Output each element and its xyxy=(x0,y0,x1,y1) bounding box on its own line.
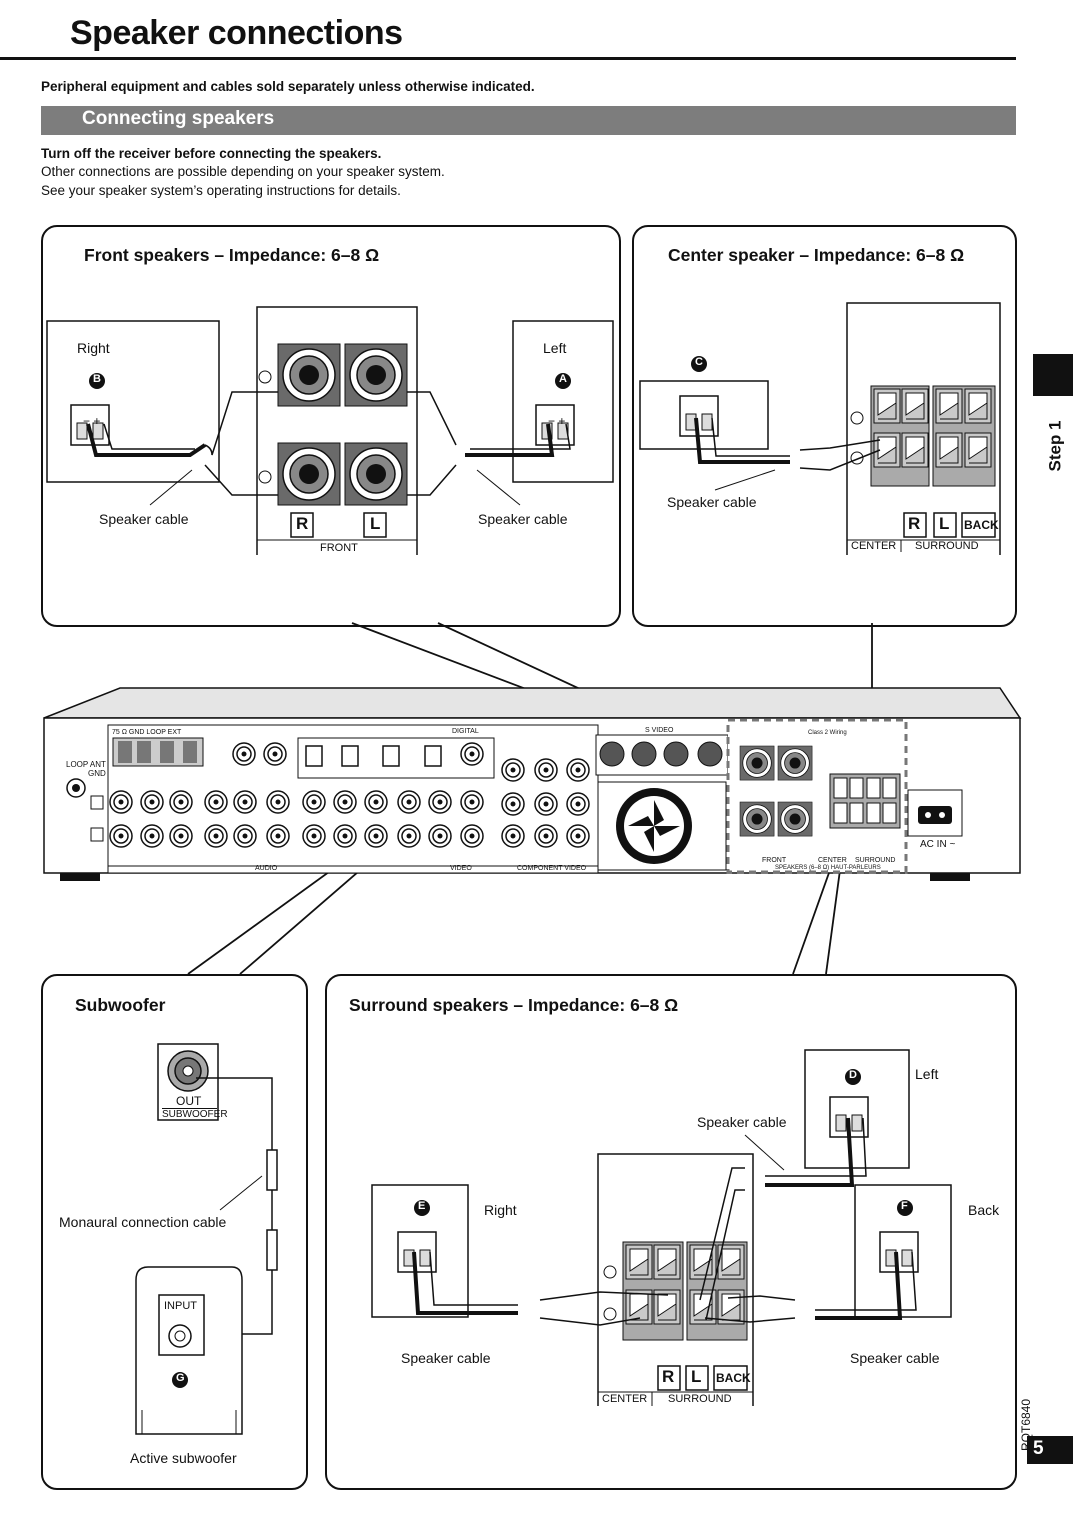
marker-c xyxy=(691,356,707,372)
step-tab xyxy=(1033,354,1073,396)
component-label: COMPONENT VIDEO xyxy=(517,865,587,872)
surround-terminal-panel xyxy=(597,1153,754,1406)
surround-back-speaker xyxy=(854,1184,952,1318)
surround-terminal-back: BACK xyxy=(716,1371,751,1385)
surround-left-speaker xyxy=(804,1049,910,1169)
marker-e xyxy=(414,1200,430,1216)
class2-label: Class 2 Wiring xyxy=(808,730,847,736)
ac-in-label: AC IN ~ xyxy=(920,839,956,850)
front-terminal-l: L xyxy=(370,514,381,533)
center-terminal-panel xyxy=(846,302,1001,555)
center-panel-title: Center speaker – Impedance: 6–8 Ω xyxy=(668,245,965,265)
surround-terminal-r: R xyxy=(662,1367,675,1386)
marker-e-letter: E xyxy=(418,1200,426,1212)
turn-off-note: Turn off the receiver before connecting … xyxy=(41,146,382,161)
audio-label: AUDIO xyxy=(255,865,278,872)
front-right-label: Right xyxy=(77,340,110,356)
marker-a xyxy=(555,373,571,389)
marker-b-letter: B xyxy=(93,373,101,385)
surround-back-label: Back xyxy=(968,1202,1000,1218)
title-rule xyxy=(0,57,1016,60)
surround-cable-top-label: Speaker cable xyxy=(697,1114,787,1130)
surround-right-label: Right xyxy=(484,1202,517,1218)
center-cable-label: Speaker cable xyxy=(667,494,757,510)
front-panel-title: Front speakers – Impedance: 6–8 Ω xyxy=(84,245,380,265)
center-terminal-r: R xyxy=(908,514,921,533)
section-title: Connecting speakers xyxy=(82,108,275,129)
active-sub-label: Active subwoofer xyxy=(130,1450,237,1466)
active-subwoofer xyxy=(135,1266,243,1435)
section-bar xyxy=(41,106,1016,135)
subwoofer-panel-title: Subwoofer xyxy=(75,995,166,1015)
page-number-box xyxy=(1027,1436,1073,1464)
page-title: Speaker connections xyxy=(70,14,403,52)
rcv-center-label: CENTER xyxy=(818,857,847,864)
s-video-label: S VIDEO xyxy=(645,727,674,734)
receiver-rear-panel xyxy=(43,687,1022,881)
surround-center-caption: CENTER xyxy=(602,1393,648,1405)
page-number: 5 xyxy=(1033,1438,1044,1459)
center-terminal-back: BACK xyxy=(964,518,999,532)
rcv-front-label: FRONT xyxy=(762,857,787,864)
marker-g-letter: G xyxy=(176,1372,185,1384)
front-terminal-panel xyxy=(256,306,418,555)
marker-d-letter: D xyxy=(849,1069,857,1081)
marker-c-letter: C xyxy=(695,356,703,368)
surround-cable-left-label: Speaker cable xyxy=(401,1350,491,1366)
sub-out-label: OUT xyxy=(176,1094,202,1108)
surround-panel-title: Surround speakers – Impedance: 6–8 Ω xyxy=(349,995,679,1015)
speakers-caption: SPEAKERS (6–8 Ω) HAUT-PARLEURS xyxy=(775,865,881,871)
surround-left-label: Left xyxy=(915,1066,939,1082)
surround-caption: SURROUND xyxy=(915,540,979,552)
antenna-labels: 75 Ω GND LOOP EXT xyxy=(112,729,182,736)
center-caption: CENTER xyxy=(851,540,897,552)
video-label: VIDEO xyxy=(450,865,472,872)
sub-caption: SUBWOOFER xyxy=(162,1108,228,1120)
input-label: INPUT xyxy=(164,1300,197,1312)
front-cable-right-label: Speaker cable xyxy=(478,511,568,527)
surround-terminal-l: L xyxy=(691,1367,702,1386)
rcv-surround-label: SURROUND xyxy=(855,857,896,864)
center-speaker xyxy=(639,356,769,450)
subwoofer-out-jack xyxy=(157,1043,219,1121)
marker-f-letter: F xyxy=(901,1200,908,1212)
marker-d xyxy=(845,1069,861,1085)
marker-g xyxy=(172,1372,188,1388)
front-terminal-caption: FRONT xyxy=(320,542,358,554)
note-line-3: See your speaker system’s operating inst… xyxy=(41,183,401,198)
front-right-polarity: − + xyxy=(83,414,101,428)
loop-ant-label: LOOP ANT xyxy=(66,760,106,769)
front-terminal-r: R xyxy=(296,514,309,533)
front-cable-left-label: Speaker cable xyxy=(99,511,189,527)
digital-label: DIGITAL xyxy=(452,728,479,735)
surround-surround-caption: SURROUND xyxy=(668,1393,732,1405)
center-terminal-l: L xyxy=(939,514,950,533)
surround-right-speaker xyxy=(371,1184,469,1318)
front-left-polarity: − + xyxy=(548,414,566,428)
note-line-2: Other connections are possible depending… xyxy=(41,164,445,179)
mono-cable-label: Monaural connection cable xyxy=(59,1214,227,1230)
marker-a-letter: A xyxy=(559,373,567,385)
gnd-label: GND xyxy=(88,769,106,778)
front-left-label: Left xyxy=(543,340,567,356)
front-right-speaker xyxy=(46,320,220,483)
peripheral-note: Peripheral equipment and cables sold sep… xyxy=(41,79,535,94)
marker-f xyxy=(897,1200,913,1216)
marker-b xyxy=(89,373,105,389)
surround-cable-right-label: Speaker cable xyxy=(850,1350,940,1366)
